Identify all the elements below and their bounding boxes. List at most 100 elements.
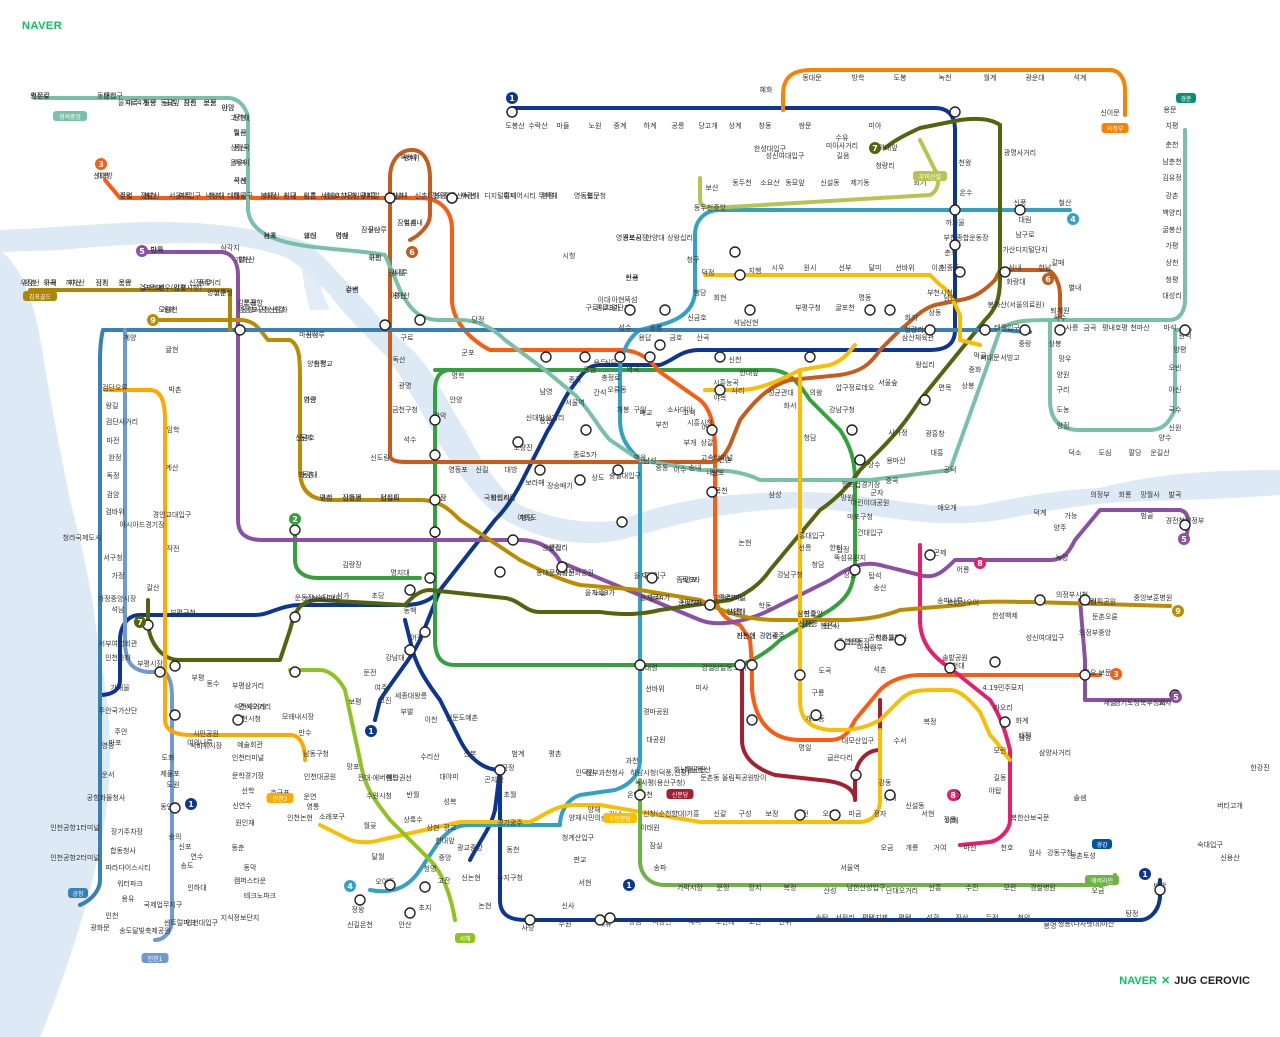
station-label[interactable]: 의정부시청 (1056, 590, 1088, 599)
station-label[interactable]: 청명 (424, 864, 437, 873)
station-label[interactable]: 독산 (393, 355, 406, 364)
station-label[interactable]: 오산대 (715, 917, 734, 926)
station-label[interactable]: 역곡 (627, 365, 640, 374)
station-label[interactable]: 일산 (234, 128, 247, 137)
station-label[interactable]: 마곡나루 (857, 643, 883, 652)
station-label[interactable]: 삼성중앙 (797, 609, 823, 618)
station-label[interactable]: 신답 (605, 358, 618, 367)
station-label[interactable]: 가양 (304, 395, 317, 404)
station-label[interactable]: 국회의사당 (484, 493, 517, 502)
station-label[interactable]: 서초 (264, 231, 277, 240)
station-label[interactable]: 범골 (1141, 511, 1154, 520)
station-label[interactable]: 신촌 (719, 455, 732, 464)
station-label[interactable]: 검단오류 (102, 383, 128, 392)
station-label[interactable]: 암사 (1029, 848, 1042, 857)
station-label[interactable]: 아차산 (390, 291, 410, 300)
station-label[interactable]: 한강진 (1250, 763, 1269, 772)
station-label[interactable]: 장한평 (342, 493, 361, 502)
station-label[interactable]: 왕십리 (915, 360, 934, 369)
station-label[interactable]: 신이문 (1100, 108, 1120, 117)
transfer-station[interactable]: 병점 (384, 192, 396, 204)
station-label[interactable]: 탑석 (869, 571, 882, 580)
station-label[interactable]: 곤지암 (484, 775, 504, 784)
station-label[interactable]: 방이 (754, 773, 767, 782)
station-label[interactable]: 수락산 (528, 121, 548, 130)
station-label[interactable]: 전대·에버랜드 (358, 773, 399, 782)
station-label[interactable]: 남영 (540, 387, 553, 396)
station-label[interactable]: 한대앞 (435, 837, 455, 845)
station-label[interactable]: 충무로 (30, 91, 50, 100)
station-label[interactable]: 경찰병원 (1030, 883, 1056, 892)
station-label[interactable]: 모란 (994, 747, 1007, 755)
station-label[interactable]: 운정 (204, 98, 217, 107)
station-label[interactable]: 행당 (694, 288, 707, 297)
station-label[interactable]: 종로3가 (676, 575, 700, 584)
station-label[interactable]: 주안 (115, 727, 128, 736)
station-label[interactable]: 둔촌오륜 (1092, 612, 1118, 621)
station-label[interactable]: 사릉 (1066, 323, 1079, 332)
station-label[interactable]: 상봉 (1049, 339, 1062, 348)
line-9-badge[interactable]: 9 (147, 314, 159, 326)
station-label[interactable]: 성신여대입구 (1026, 633, 1065, 642)
station-label[interactable]: 이대 (598, 295, 611, 304)
station-label[interactable]: 수유 (836, 134, 849, 142)
station-label[interactable]: 신목동 (342, 493, 362, 502)
transfer-station[interactable]: 초지 (419, 881, 431, 893)
line-1-badge[interactable]: 1 (623, 879, 635, 891)
station-label[interactable]: 석수 (404, 435, 417, 444)
station-label[interactable]: 지식정보단지 (221, 913, 260, 922)
station-label[interactable]: 단대오거리 (886, 886, 918, 895)
station-label[interactable]: 서빙고 (320, 191, 340, 200)
line-8-badge[interactable]: 8 (974, 557, 986, 569)
station-label[interactable]: 남구로 (1015, 230, 1035, 239)
station-label[interactable]: 중화 (969, 366, 982, 374)
station-label[interactable]: 정자 (874, 809, 887, 818)
station-label[interactable]: 석촌고분 (875, 633, 901, 642)
station-label[interactable]: 평촌 (549, 749, 562, 758)
station-label[interactable]: 청담 (804, 433, 817, 442)
station-label[interactable]: 마곡 (151, 245, 164, 254)
transfer-station[interactable]: 온수 (289, 611, 301, 623)
station-label[interactable]: 운연 (304, 793, 317, 801)
station-label[interactable]: 공릉 (672, 122, 685, 130)
station-label[interactable]: 반월 (407, 790, 420, 799)
transfer-station[interactable]: 도농 (354, 894, 366, 906)
station-label[interactable]: 화서 (784, 401, 797, 410)
station-label[interactable]: 노량진 (555, 568, 574, 577)
transfer-station[interactable]: 수원 (524, 914, 536, 926)
station-label[interactable]: 신흥 (929, 883, 942, 892)
station-label[interactable]: 연신내 (388, 191, 407, 200)
station-label[interactable]: 보라매 (525, 478, 544, 487)
station-label[interactable]: 초당 (372, 591, 385, 600)
station-label[interactable]: 명지대 (390, 568, 409, 577)
station-label[interactable]: 광운대 (1025, 74, 1044, 82)
station-label[interactable]: 상일동 (713, 663, 733, 672)
station-label[interactable]: 안양 (450, 395, 463, 404)
transfer-station[interactable]: 마천 (1179, 324, 1191, 336)
station-label[interactable]: 석계 (234, 176, 247, 185)
station-label[interactable]: 방배 (404, 153, 417, 162)
station-label[interactable]: 시흥능곡 (713, 378, 739, 387)
station-label[interactable]: 백운 (634, 453, 647, 462)
station-label[interactable]: 서대문 (980, 353, 1000, 362)
station-label[interactable]: 새절 (392, 268, 405, 277)
transfer-station[interactable]: 판교 (850, 769, 862, 781)
station-label[interactable]: 두정 (986, 913, 999, 922)
station-label[interactable]: 강변 (346, 285, 359, 294)
station-label[interactable]: 고진 (379, 696, 392, 705)
station-label[interactable]: 연수 (191, 853, 204, 861)
transfer-station[interactable]: 복정 (1034, 594, 1046, 606)
station-label[interactable]: 종각 (569, 376, 582, 384)
station-label[interactable]: 신대방 (93, 171, 113, 180)
station-label[interactable]: 신용산 (1220, 853, 1240, 862)
station-label[interactable]: 운서 (102, 770, 115, 779)
station-label[interactable]: 남동구청 (303, 749, 329, 758)
station-label[interactable]: 학동 (759, 601, 772, 610)
transfer-station[interactable]: 노량진 (556, 561, 568, 573)
station-label[interactable]: 용마산 (886, 456, 906, 465)
station-label[interactable]: 신창(순천향대) (643, 809, 687, 818)
station-label[interactable]: 버티고개 (1217, 801, 1243, 810)
station-label[interactable]: 봉화산(서울의료원) (988, 300, 1045, 309)
station-label[interactable]: 도곡 (819, 667, 832, 675)
station-label[interactable]: 불광 (434, 191, 447, 200)
